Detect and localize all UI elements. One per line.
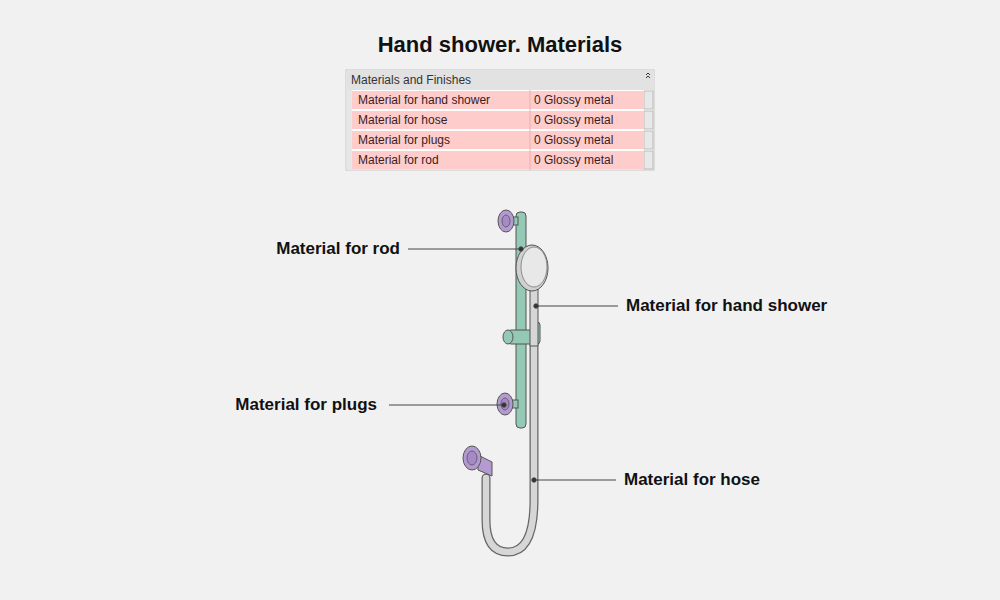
part-label: Material for rod <box>276 239 400 259</box>
part-label: Material for plugs <box>235 395 377 415</box>
table-cell: 0 Glossy metal <box>534 90 613 110</box>
plugs <box>497 210 514 415</box>
table-cell: Material for rod <box>358 150 439 170</box>
hand-shower <box>516 245 548 346</box>
hose <box>486 345 534 552</box>
table-cell: 0 Glossy metal <box>534 150 613 170</box>
table-cell: Material for plugs <box>358 130 450 150</box>
table-cell: Material for hose <box>358 110 447 130</box>
table-cell: 0 Glossy metal <box>534 110 613 130</box>
wall-outlet <box>463 446 492 476</box>
table-cell: 0 Glossy metal <box>534 130 613 150</box>
table-cell: Material for hand shower <box>358 90 490 110</box>
part-label: Material for hand shower <box>626 296 827 316</box>
part-label: Material for hose <box>624 470 760 490</box>
diagram-title: Hand shower. Materials <box>378 32 623 58</box>
leader-lines <box>389 247 618 482</box>
properties-table <box>346 70 654 170</box>
table-header: Materials and Finishes <box>351 70 471 90</box>
